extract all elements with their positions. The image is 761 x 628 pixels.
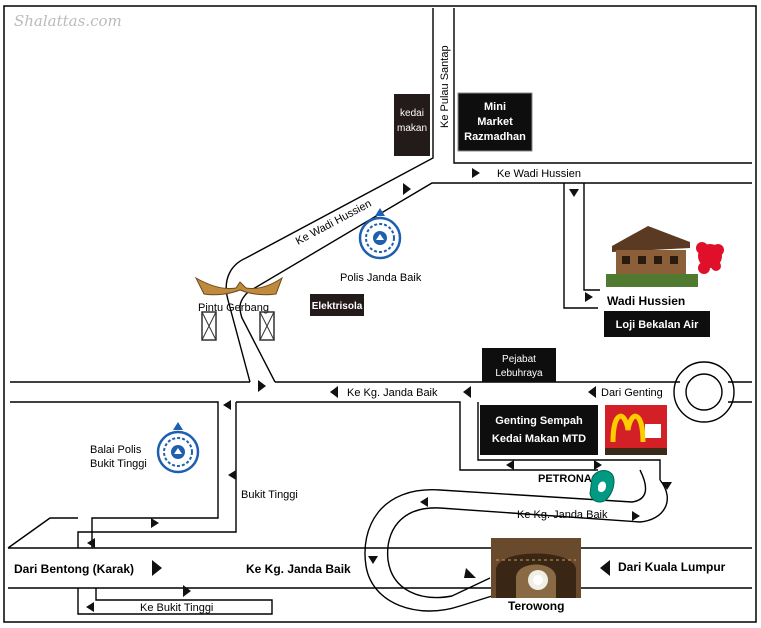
arrow-icon: [594, 460, 602, 470]
arrow-icon: [585, 292, 593, 302]
police-badge-icon: [358, 208, 402, 260]
loji-text: Loji Bekalan Air: [616, 319, 699, 331]
box-kedai-makan: kedai makan: [394, 94, 430, 156]
petronas-logo-icon: [589, 470, 615, 503]
roundabout-outer: [673, 361, 735, 423]
roundabout-inner: [685, 373, 723, 411]
arrow-icon: [228, 470, 236, 480]
arrow-icon: [662, 482, 672, 490]
arrow-icon: [151, 518, 159, 528]
gate-icon: [194, 276, 284, 341]
label-ke-kg-janda-baik-loop: Ke Kg. Janda Baik: [517, 509, 608, 521]
box-elektrisola: Elektrisola: [310, 294, 364, 316]
road-loop-outer: [386, 479, 668, 599]
road-wadi-branch-west: [563, 183, 598, 309]
label-dari-kuala-lumpur: Dari Kuala Lumpur: [618, 560, 726, 574]
road-bukit-tinggi-west: [10, 401, 219, 548]
arrow-icon: [258, 380, 266, 392]
label-terowong: Terowong: [508, 599, 564, 613]
arrow-icon: [506, 460, 514, 470]
label-dari-bentong: Dari Bentong (Karak): [14, 562, 134, 576]
genting-sempah-line2: Kedai Makan MTD: [492, 433, 586, 445]
label-ke-pulau-santap: Ke Pulau Santap: [439, 45, 451, 128]
label-wadi-hussien: Wadi Hussien: [607, 294, 685, 308]
kedai-makan-line1: kedai: [400, 108, 424, 119]
tunnel-photo: [491, 538, 581, 598]
arrow-icon: [600, 560, 610, 576]
arrow-icon: [87, 538, 95, 548]
police-badge-icon: [156, 422, 200, 474]
road-janda-baik-inner: [477, 402, 661, 480]
mini-market-line1: Mini: [484, 101, 506, 113]
road-bukit-tinggi-corner: [7, 517, 78, 549]
elektrisola-text: Elektrisola: [312, 301, 363, 312]
box-mini-market: Mini Market Razmadhan: [457, 92, 533, 152]
label-ke-bukit-tinggi: Ke Bukit Tinggi: [140, 602, 213, 614]
arrow-icon: [403, 183, 411, 195]
road-janda-baik-south: [236, 401, 598, 471]
kedai-makan-line2: makan: [397, 123, 427, 134]
road-gerbang-west: [225, 257, 251, 383]
arrow-icon: [223, 400, 231, 410]
label-polis-janda-baik: Polis Janda Baik: [340, 272, 422, 284]
arrow-icon: [183, 585, 191, 597]
genting-sempah-line1: Genting Sempah: [495, 415, 583, 427]
box-pejabat: Pejabat Lebuhraya: [482, 348, 556, 382]
box-loji: Loji Bekalan Air: [604, 311, 710, 337]
arrow-icon: [420, 497, 428, 507]
road-pulau-santap-west: [245, 8, 434, 259]
arrow-icon: [464, 568, 476, 578]
mini-market-line3: Razmadhan: [464, 131, 526, 143]
roads: [7, 8, 752, 615]
mcdonalds-logo-icon: [605, 405, 667, 455]
road-pulau-santap-east: [453, 8, 752, 164]
label-ke-kg-janda-baik-bottom: Ke Kg. Janda Baik: [246, 562, 351, 576]
label-balai-polis-2: Bukit Tinggi: [90, 458, 147, 470]
pejabat-line1: Pejabat: [502, 354, 536, 365]
road-loop-inner: [364, 469, 647, 612]
road-ke-bukit-tinggi: [77, 588, 273, 615]
arrow-icon: [86, 602, 94, 612]
pejabat-line2: Lebuhraya: [495, 368, 543, 379]
road-bukit-tinggi-east: [77, 402, 237, 548]
box-genting-sempah: Genting Sempah Kedai Makan MTD: [480, 405, 598, 455]
watermark: Shalattas.com: [14, 12, 122, 30]
arrow-icon: [632, 511, 640, 521]
arrow-icon: [588, 386, 596, 398]
arrow-icon: [472, 168, 480, 178]
label-petronas: PETRONAS: [538, 473, 599, 485]
arrow-icon: [569, 189, 579, 197]
road-wadi-branch-east: [583, 183, 600, 291]
arrow-icon: [463, 386, 471, 398]
label-ke-wadi-hussien-top: Ke Wadi Hussien: [497, 168, 581, 180]
arrow-icon: [330, 386, 338, 398]
direction-arrows: [86, 168, 672, 612]
label-pintu-gerbang: Pintu Gerbang: [198, 302, 269, 314]
wadi-hussien-photo: [606, 225, 724, 287]
label-balai-polis-1: Balai Polis: [90, 444, 142, 456]
road-gerbang-east: [239, 291, 276, 383]
arrow-icon: [152, 560, 162, 576]
label-dari-genting: Dari Genting: [601, 387, 663, 399]
label-ke-kg-janda-baik-mid: Ke Kg. Janda Baik: [347, 387, 438, 399]
label-bukit-tinggi: Bukit Tinggi: [241, 489, 298, 501]
road-wadi-hussien-north: [247, 182, 752, 293]
map-frame: [3, 5, 757, 623]
arrow-icon: [368, 556, 378, 564]
mini-market-line2: Market: [477, 116, 513, 128]
